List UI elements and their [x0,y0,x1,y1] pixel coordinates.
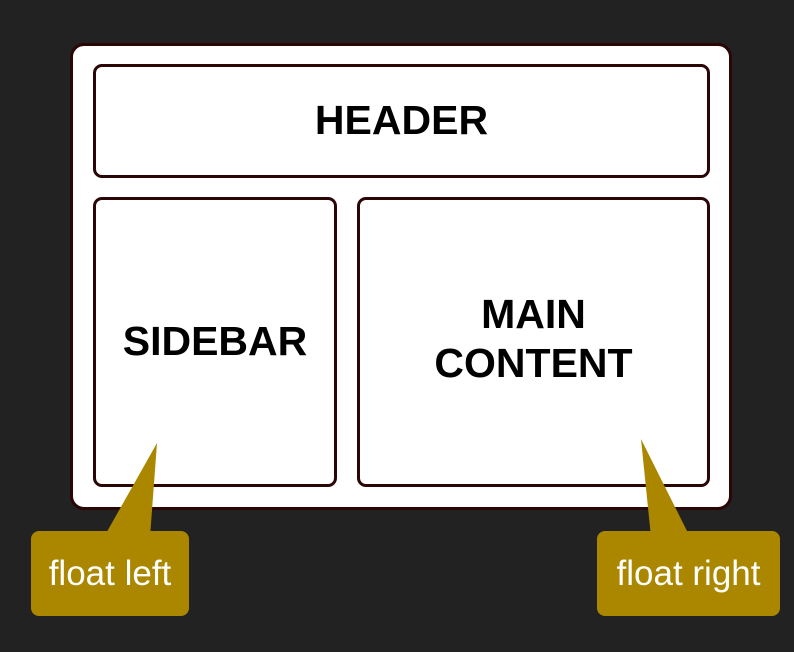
header-box: HEADER [93,64,710,178]
sidebar-label: SIDEBAR [122,318,308,365]
float-left-label: float left [48,553,172,593]
float-right-callout: float right [597,531,780,616]
main-content-label: MAIN CONTENT [434,290,633,386]
main-content-box: MAIN CONTENT [357,197,710,487]
sidebar-box: SIDEBAR [93,197,337,487]
float-left-callout: float left [31,531,189,616]
header-label: HEADER [314,97,489,144]
float-right-label: float right [616,553,761,593]
